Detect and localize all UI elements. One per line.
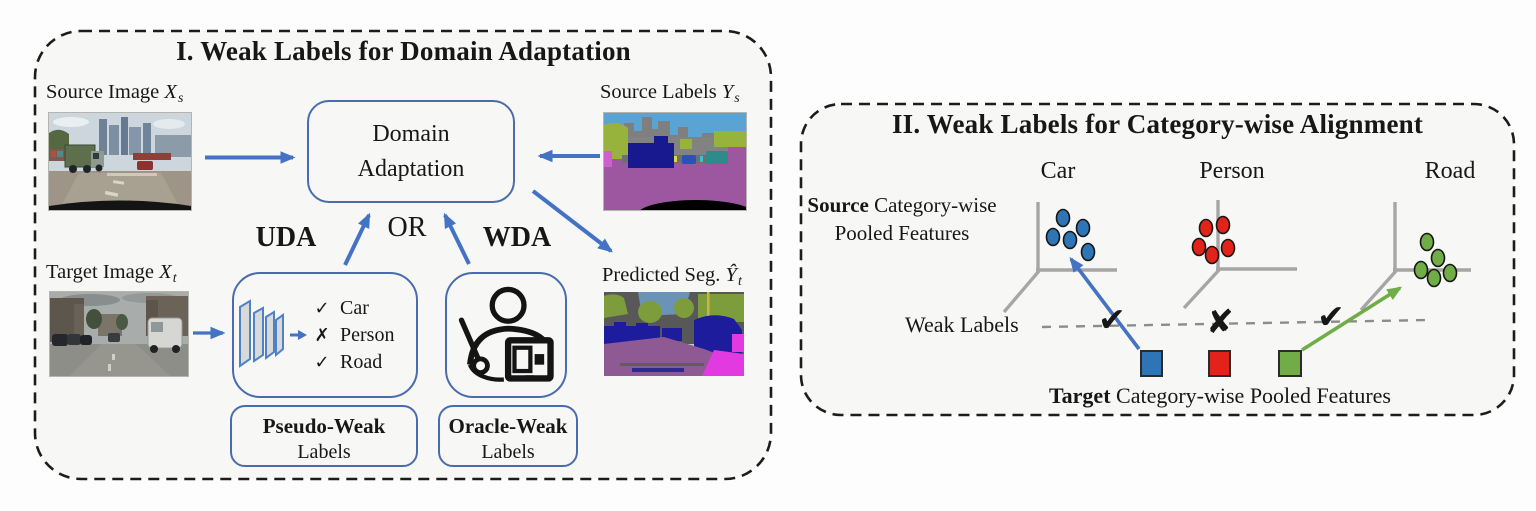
- source-labels-sub: s: [734, 90, 740, 106]
- predicted-seg-var: Ŷ: [725, 264, 737, 286]
- wda-oracle-box: [445, 272, 567, 398]
- pseudo-weak-line1: Pseudo-Weak: [262, 414, 386, 438]
- arrow-da-to-predicted: [531, 189, 613, 253]
- target-person-feature-square: [1208, 350, 1231, 377]
- predicted-seg-label: Predicted Seg. Ŷt: [602, 264, 742, 290]
- classifier-output-car-label: Car: [340, 297, 369, 319]
- arrow-target-car-to-source: [1069, 257, 1141, 351]
- target-car-feature-square: [1140, 350, 1163, 377]
- source-labels-var: Y: [721, 81, 734, 103]
- classifier-output-road: ✓ Road: [310, 349, 394, 376]
- uda-label: UDA: [255, 222, 317, 253]
- oracle-weak-line2: Labels: [481, 440, 535, 463]
- category-header-car: Car: [1040, 158, 1076, 184]
- source-pooled-line1: Source Category-wise: [798, 192, 1006, 220]
- check-icon: ✔: [1317, 297, 1345, 337]
- uda-classifier-box: [232, 272, 418, 398]
- source-image-thumbnail: [48, 112, 192, 211]
- predicted-seg-thumbnail: [604, 292, 744, 376]
- check-icon: ✓: [314, 298, 330, 319]
- domain-adaptation-line2: Adaptation: [357, 155, 465, 182]
- domain-adaptation-line1: Domain: [372, 121, 450, 148]
- arrow-uda-to-da: [343, 212, 371, 266]
- target-pooled-features-label: Target Category-wise Pooled Features: [1020, 383, 1420, 409]
- source-pooled-line2: Pooled Features: [834, 220, 970, 245]
- target-road-feature-square: [1278, 350, 1302, 377]
- predicted-seg-label-text: Predicted Seg.: [602, 264, 726, 286]
- target-image-label-text: Target Image: [46, 261, 160, 283]
- car-feature-dots: [1045, 208, 1096, 262]
- source-image-sub: s: [177, 90, 184, 106]
- source-image-var: X: [164, 81, 177, 103]
- panel1-dashed-border: [33, 29, 773, 481]
- target-word: Target: [1049, 383, 1111, 408]
- category-header-person: Person: [1199, 158, 1265, 184]
- weak-labels-dashed-line: [1041, 318, 1429, 329]
- source-rest: Category-wise: [868, 193, 997, 217]
- target-image-var: X: [159, 261, 172, 283]
- classifier-output-person: ✗ Person: [310, 322, 394, 349]
- target-image-thumbnail: [49, 291, 189, 377]
- domain-adaptation-box: Domain Adaptation: [307, 100, 515, 203]
- or-label: OR: [387, 212, 427, 243]
- oracle-weak-labels-box: Oracle-Weak Labels: [438, 405, 578, 467]
- source-labels-thumbnail: [603, 112, 747, 211]
- oracle-weak-line1: Oracle-Weak: [448, 414, 568, 438]
- target-image-label: Target Image Xt: [46, 261, 177, 287]
- source-labels-label-text: Source Labels: [600, 81, 722, 103]
- weak-labels-label: Weak Labels: [905, 312, 1019, 337]
- panel2-dashed-border: [799, 102, 1516, 417]
- check-icon: ✔: [1098, 300, 1126, 340]
- source-word: Source: [807, 193, 869, 217]
- domain-adaptation-text: Domain Adaptation: [358, 117, 465, 185]
- arrow-wda-to-da: [443, 212, 471, 265]
- panel1-arrows: [193, 149, 613, 340]
- person-feature-dots: [1191, 215, 1236, 265]
- classifier-output-car: ✓ Car: [310, 295, 394, 322]
- check-icon: ✓: [314, 352, 330, 373]
- cnn-layers-icon: [239, 299, 307, 368]
- target-rest: Category-wise Pooled Features: [1110, 383, 1391, 408]
- predicted-seg-sub: t: [737, 273, 742, 289]
- classifier-output-person-label: Person: [340, 324, 395, 346]
- source-labels-label: Source Labels Ys: [600, 81, 740, 107]
- source-pooled-features-label: Source Category-wise Pooled Features: [798, 192, 1006, 247]
- pseudo-weak-labels-box: Pseudo-Weak Labels: [230, 405, 418, 467]
- target-image-sub: t: [172, 270, 177, 286]
- cross-icon: ✗: [314, 325, 330, 346]
- cross-icon: ✘: [1206, 302, 1234, 342]
- panel2-title: II. Weak Labels for Category-wise Alignm…: [891, 109, 1424, 139]
- category-header-road: Road: [1424, 158, 1476, 184]
- cnn-output-arrow-icon: [290, 330, 307, 340]
- source-image-label: Source Image Xs: [46, 81, 183, 107]
- panel1-title: I. Weak Labels for Domain Adaptation: [176, 36, 631, 66]
- human-annotator-icon: [458, 286, 554, 382]
- wda-label: WDA: [482, 222, 552, 253]
- pseudo-weak-line2: Labels: [297, 440, 351, 463]
- source-image-label-text: Source Image: [46, 81, 165, 103]
- classifier-output-road-label: Road: [340, 351, 383, 373]
- classifier-output-list: ✓ Car ✗ Person ✓ Road: [310, 295, 394, 376]
- arrow-target-road-to-source: [1301, 286, 1403, 352]
- road-feature-dots: [1413, 232, 1458, 288]
